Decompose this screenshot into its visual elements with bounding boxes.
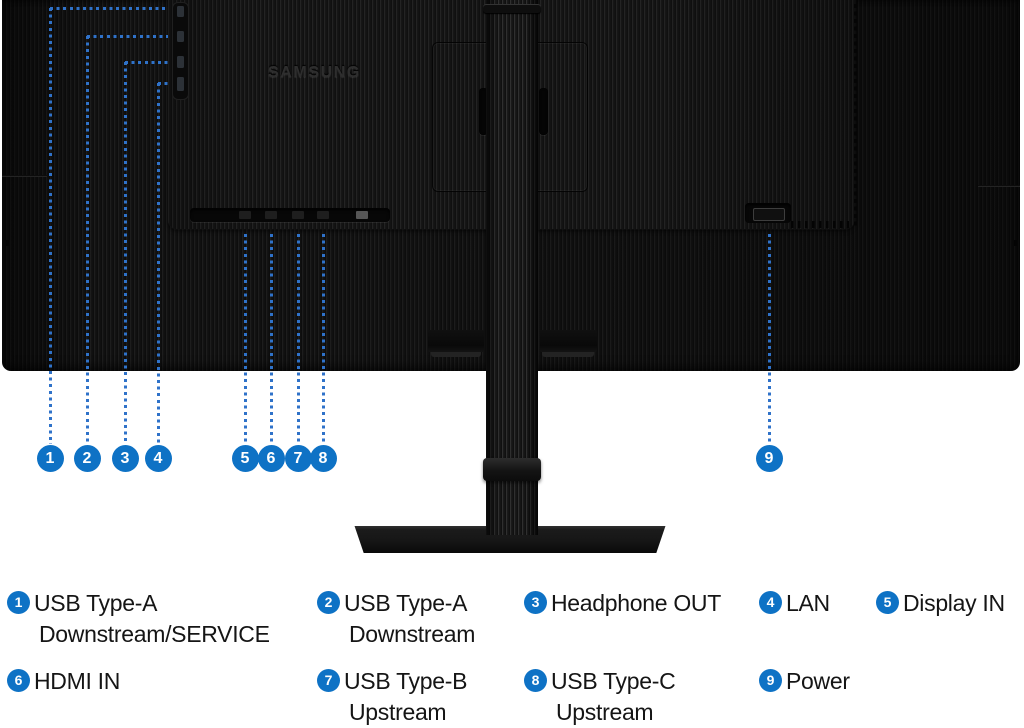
brand-logo: SAMSUNG bbox=[268, 64, 361, 81]
callout-line-9 bbox=[767, 234, 771, 444]
legend-item-hdmi-in: 6 HDMI IN bbox=[7, 666, 120, 697]
stand-pole-cap bbox=[483, 4, 541, 13]
mount-release-slot-right bbox=[539, 88, 548, 135]
right-seam-line bbox=[978, 185, 1020, 187]
legend-label-line2: Upstream bbox=[349, 699, 447, 725]
usb-type-a-downstream-service-port bbox=[177, 6, 184, 17]
callout-line-4 bbox=[156, 83, 160, 444]
legend-label-line2: Downstream bbox=[349, 621, 476, 647]
legend-item-usb-b-upstream: 7 USB Type-B Upstream bbox=[317, 666, 467, 728]
power-port bbox=[753, 208, 785, 221]
legend-label-line2: Upstream bbox=[556, 699, 654, 725]
callout-marker-4: 4 bbox=[144, 445, 172, 472]
legend-label-line2: Downstream/SERVICE bbox=[39, 621, 270, 647]
bottom-port-recess bbox=[190, 208, 390, 222]
callout-line-6 bbox=[269, 234, 273, 444]
callout-marker-5: 5 bbox=[231, 445, 259, 472]
legend-label: HDMI IN bbox=[34, 668, 121, 694]
callout-marker-8: 8 bbox=[309, 445, 337, 472]
stand-hinge-right bbox=[540, 330, 597, 352]
mount-release-slot-left bbox=[479, 88, 488, 135]
vent-strip-horizontal bbox=[791, 221, 849, 228]
callout-marker-6: 6 bbox=[257, 445, 285, 472]
callout-marker-3: 3 bbox=[111, 445, 139, 472]
callout-line-2 bbox=[85, 36, 89, 444]
legend-badge-4: 4 bbox=[759, 591, 782, 614]
legend-item-power: 9 Power bbox=[759, 666, 850, 697]
legend-item-lan: 4 LAN bbox=[759, 588, 830, 619]
legend-item-headphone-out: 3 Headphone OUT bbox=[524, 588, 721, 619]
stand-hinge-right-step bbox=[542, 352, 594, 357]
callout-marker-2: 2 bbox=[73, 445, 101, 472]
legend-item-usb-a-downstream: 2 USB Type-A Downstream bbox=[317, 588, 475, 650]
right-edge-notch bbox=[1014, 240, 1017, 246]
cable-management-clip bbox=[483, 458, 541, 481]
legend-badge-9: 9 bbox=[759, 669, 782, 692]
legend-item-usb-c-upstream: 8 USB Type-C Upstream bbox=[524, 666, 676, 728]
callout-line-1-h bbox=[50, 6, 168, 10]
legend-label: USB Type-B bbox=[344, 668, 468, 694]
lan-port bbox=[177, 77, 184, 91]
callout-marker-9: 9 bbox=[755, 445, 783, 472]
legend-label: USB Type-C bbox=[551, 668, 676, 694]
kensington-lock-slot bbox=[356, 211, 368, 219]
stand-hinge-left bbox=[428, 330, 484, 352]
callout-line-3 bbox=[123, 62, 127, 444]
legend-badge-1: 1 bbox=[7, 591, 30, 614]
legend-badge-5: 5 bbox=[876, 591, 899, 614]
legend-label: USB Type-A bbox=[34, 590, 158, 616]
callout-line-5 bbox=[243, 234, 247, 444]
callout-line-4-h bbox=[158, 81, 168, 85]
callout-marker-7: 7 bbox=[284, 445, 312, 472]
legend-badge-3: 3 bbox=[524, 591, 547, 614]
stand-hinge-left-step bbox=[431, 352, 481, 357]
legend-badge-6: 6 bbox=[7, 669, 30, 692]
legend-badge-7: 7 bbox=[317, 669, 340, 692]
legend-badge-8: 8 bbox=[524, 669, 547, 692]
callout-line-7 bbox=[296, 234, 300, 444]
callout-line-2-h bbox=[87, 34, 168, 38]
callout-marker-1: 1 bbox=[36, 445, 64, 472]
legend-label: Power bbox=[786, 668, 850, 694]
legend-label: USB Type-A bbox=[344, 590, 468, 616]
legend-label: Headphone OUT bbox=[551, 590, 721, 616]
legend-item-usb-a-downstream-service: 1 USB Type-A Downstream/SERVICE bbox=[7, 588, 270, 650]
headphone-out-port bbox=[177, 56, 184, 68]
callout-line-3-h bbox=[125, 60, 168, 64]
usb-type-a-downstream-port bbox=[177, 31, 184, 42]
callout-line-8 bbox=[321, 234, 325, 444]
callout-line-1 bbox=[48, 8, 52, 444]
display-in-port bbox=[239, 211, 251, 219]
legend-label: Display IN bbox=[903, 590, 1005, 616]
legend-label: LAN bbox=[786, 590, 830, 616]
usb-type-c-upstream-port bbox=[317, 211, 329, 219]
power-recess bbox=[745, 203, 791, 223]
left-seam-line bbox=[2, 175, 47, 177]
legend-badge-2: 2 bbox=[317, 591, 340, 614]
left-edge-notch bbox=[6, 240, 9, 246]
hdmi-in-port bbox=[265, 211, 277, 219]
usb-type-b-upstream-port bbox=[292, 211, 304, 219]
stand-pole bbox=[486, 0, 538, 535]
vent-strip-vertical bbox=[854, 4, 857, 226]
stand-mount-plate bbox=[432, 42, 588, 192]
legend-item-display-in: 5 Display IN bbox=[876, 588, 1005, 619]
side-port-strip bbox=[172, 2, 189, 100]
